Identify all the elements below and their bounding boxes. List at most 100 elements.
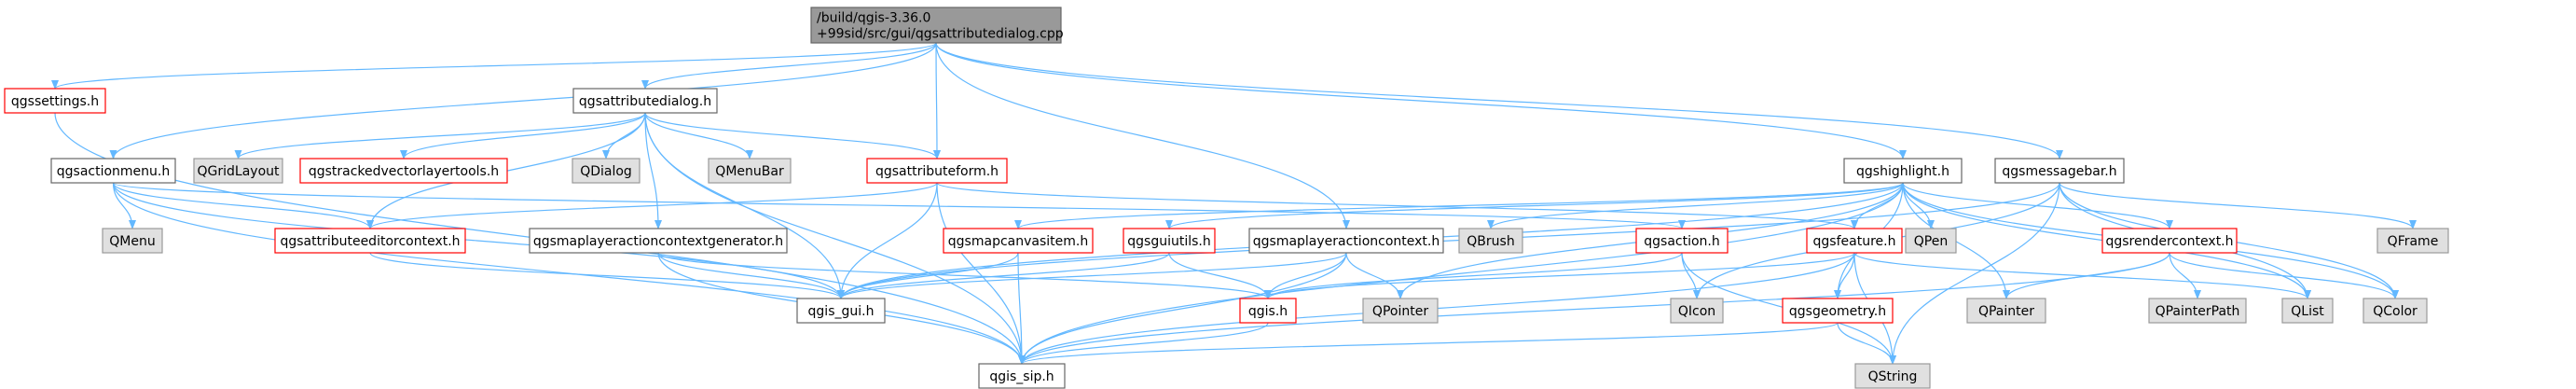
edge-qgsmaplayeractioncontext-to-qgis_gui [837, 252, 1347, 299]
node-label-QMenu: QMenu [109, 234, 155, 249]
node-label-qgsmapcanvasitem: qgsmapcanvasitem.h [948, 234, 1088, 249]
node-box-QString [1854, 363, 1931, 389]
node-qgsgeometry[interactable]: qgsgeometry.h [1782, 298, 1894, 324]
node-QList[interactable]: QList [2281, 298, 2334, 324]
node-QPainterPath[interactable]: QPainterPath [2148, 298, 2247, 324]
node-qgsattributeeditorcontext[interactable]: qgsattributeeditorcontext.h [274, 228, 466, 254]
node-label-qgshighlight: qgshighlight.h [1856, 164, 1949, 179]
edge-root-to-qgsattributedialog [641, 42, 937, 90]
node-root[interactable]: /build/qgis-3.36.0+99sid/src/gui/qgsattr… [810, 7, 1064, 44]
node-label-qgsactionmenu: qgsactionmenu.h [57, 164, 170, 179]
node-qgsaction[interactable]: qgsaction.h [1635, 228, 1729, 254]
node-qgshighlight[interactable]: qgshighlight.h [1843, 158, 1963, 184]
node-QBrush[interactable]: QBrush [1458, 228, 1523, 254]
node-qgssettings[interactable]: qgssettings.h [4, 88, 106, 114]
edge-root-to-qgsactionmenu [109, 42, 937, 160]
node-box-qgssettings [4, 88, 106, 114]
node-box-qgshighlight [1843, 158, 1963, 184]
node-box-qgis [1239, 298, 1297, 324]
edge-qgsattributeform-to-qgis_sip [936, 182, 1026, 365]
node-qgsmaplayeractioncontext[interactable]: qgsmaplayeractioncontext.h [1248, 228, 1444, 254]
edge-qgsattributedialog-to-qgsmaplayeractioncontextgenerator [644, 112, 662, 229]
node-box-QMenuBar [708, 158, 792, 184]
node-label-qgsguiutils: qgsguiutils.h [1127, 234, 1210, 249]
node-label-qgis_sip: qgis_sip.h [989, 369, 1054, 384]
node-label-qgsgeometry: qgsgeometry.h [1789, 304, 1886, 319]
node-label-qgsmaplayeractioncontextgenerator: qgsmaplayeractioncontextgenerator.h [533, 234, 783, 249]
node-label-QMenuBar: QMenuBar [715, 164, 784, 179]
node-QPointer[interactable]: QPointer [1362, 298, 1439, 324]
edge-qgsrendercontext-to-QColor [2169, 252, 2399, 299]
edge-qgsmaplayeractioncontextgenerator-to-qgis [657, 252, 1272, 299]
node-qgsattributeform[interactable]: qgsattributeform.h [866, 158, 1008, 184]
edge-qgshighlight-to-qgis_sip [1018, 182, 1904, 365]
node-box-QGridLayout [193, 158, 283, 184]
edge-qgsgeometry-to-QString [1837, 322, 1896, 365]
edge-qgsactionmenu-to-qgsaction [112, 182, 1686, 229]
edge-qgsaction-to-qgis [1264, 252, 1683, 299]
node-QIcon[interactable]: QIcon [1670, 298, 1724, 324]
edge-qgsattributedialog-to-qgis_sip [644, 112, 1026, 365]
node-box-qgsrendercontext [2101, 228, 2238, 254]
edge-qgsguiutils-to-qgis [1168, 252, 1272, 299]
node-qgsmaplayeractioncontextgenerator[interactable]: qgsmaplayeractioncontextgenerator.h [529, 228, 788, 254]
edge-qgsgeometry-to-qgis_sip [1018, 322, 1839, 365]
node-qgsguiutils[interactable]: qgsguiutils.h [1123, 228, 1216, 254]
node-qgsmapcanvasitem[interactable]: qgsmapcanvasitem.h [943, 228, 1094, 254]
node-QString[interactable]: QString [1854, 363, 1931, 389]
node-QMenu[interactable]: QMenu [102, 228, 163, 254]
node-box-qgis_sip [978, 363, 1066, 389]
node-qgsattributedialog[interactable]: qgsattributedialog.h [572, 88, 718, 114]
node-label-root-line2: +99sid/src/gui/qgsattributedialog.cpp [817, 27, 1064, 42]
node-box-qgstrackedvectorlayertools [299, 158, 508, 184]
node-label-qgsfeature: qgsfeature.h [1813, 234, 1896, 249]
edge-qgis-to-qgis_sip [1018, 322, 1269, 365]
node-label-qgstrackedvectorlayertools: qgstrackedvectorlayertools.h [309, 164, 499, 179]
node-QDialog[interactable]: QDialog [572, 158, 641, 184]
node-box-qgsfeature [1806, 228, 1903, 254]
node-QGridLayout[interactable]: QGridLayout [193, 158, 283, 184]
node-box-qgsmessagebar [1994, 158, 2125, 184]
node-qgsactionmenu[interactable]: qgsactionmenu.h [50, 158, 176, 184]
edge-qgsattributedialog-to-QGridLayout [234, 112, 646, 160]
node-qgis[interactable]: qgis.h [1239, 298, 1297, 324]
node-QPainter[interactable]: QPainter [1966, 298, 2046, 324]
edge-qgshighlight-to-QBrush [1487, 182, 1904, 229]
node-qgsmessagebar[interactable]: qgsmessagebar.h [1994, 158, 2125, 184]
edge-qgsattributeform-to-qgis_gui [837, 182, 938, 299]
node-qgis_sip[interactable]: qgis_sip.h [978, 363, 1066, 389]
node-QColor[interactable]: QColor [2362, 298, 2428, 324]
node-label-qgsattributeeditorcontext: qgsattributeeditorcontext.h [280, 234, 460, 249]
node-label-QFrame: QFrame [2388, 234, 2439, 249]
node-box-qgsattributeform [866, 158, 1008, 184]
node-label-qgsattributeform: qgsattributeform.h [875, 164, 999, 179]
node-QMenuBar[interactable]: QMenuBar [708, 158, 792, 184]
node-label-qgsrendercontext: qgsrendercontext.h [2105, 234, 2233, 249]
edge-qgshighlight-to-qgsmapcanvasitem [1014, 182, 1904, 229]
node-box-qgis_gui [796, 298, 886, 324]
node-qgis_gui[interactable]: qgis_gui.h [796, 298, 886, 324]
node-QPen[interactable]: QPen [1905, 228, 1957, 254]
edge-qgsactionmenu-to-QMenu [112, 182, 136, 229]
node-label-QIcon: QIcon [1678, 304, 1715, 319]
edge-qgsfeature-to-qgis [1264, 252, 1855, 299]
node-box-QDialog [572, 158, 641, 184]
node-box-QList [2281, 298, 2334, 324]
node-box-QPainter [1966, 298, 2046, 324]
node-box-qgsmaplayeractioncontext [1248, 228, 1444, 254]
edge-qgshighlight-to-QPen [1902, 182, 1935, 229]
node-qgsrendercontext[interactable]: qgsrendercontext.h [2101, 228, 2238, 254]
node-label-QList: QList [2291, 304, 2324, 319]
edge-qgsmapcanvasitem-to-qgis_gui [837, 252, 1019, 299]
node-box-QFrame [2376, 228, 2449, 254]
edge-qgsrendercontext-to-qgis_sip [1018, 252, 2170, 365]
node-box-qgsmapcanvasitem [943, 228, 1094, 254]
edge-qgsmaplayeractioncontext-to-qgis [1264, 252, 1347, 299]
node-qgsfeature[interactable]: qgsfeature.h [1806, 228, 1903, 254]
edge-qgsguiutils-to-qgis_gui [837, 252, 1170, 299]
node-label-qgssettings: qgssettings.h [11, 94, 99, 109]
node-QFrame[interactable]: QFrame [2376, 228, 2449, 254]
node-box-QPen [1905, 228, 1957, 254]
node-qgstrackedvectorlayertools[interactable]: qgstrackedvectorlayertools.h [299, 158, 508, 184]
